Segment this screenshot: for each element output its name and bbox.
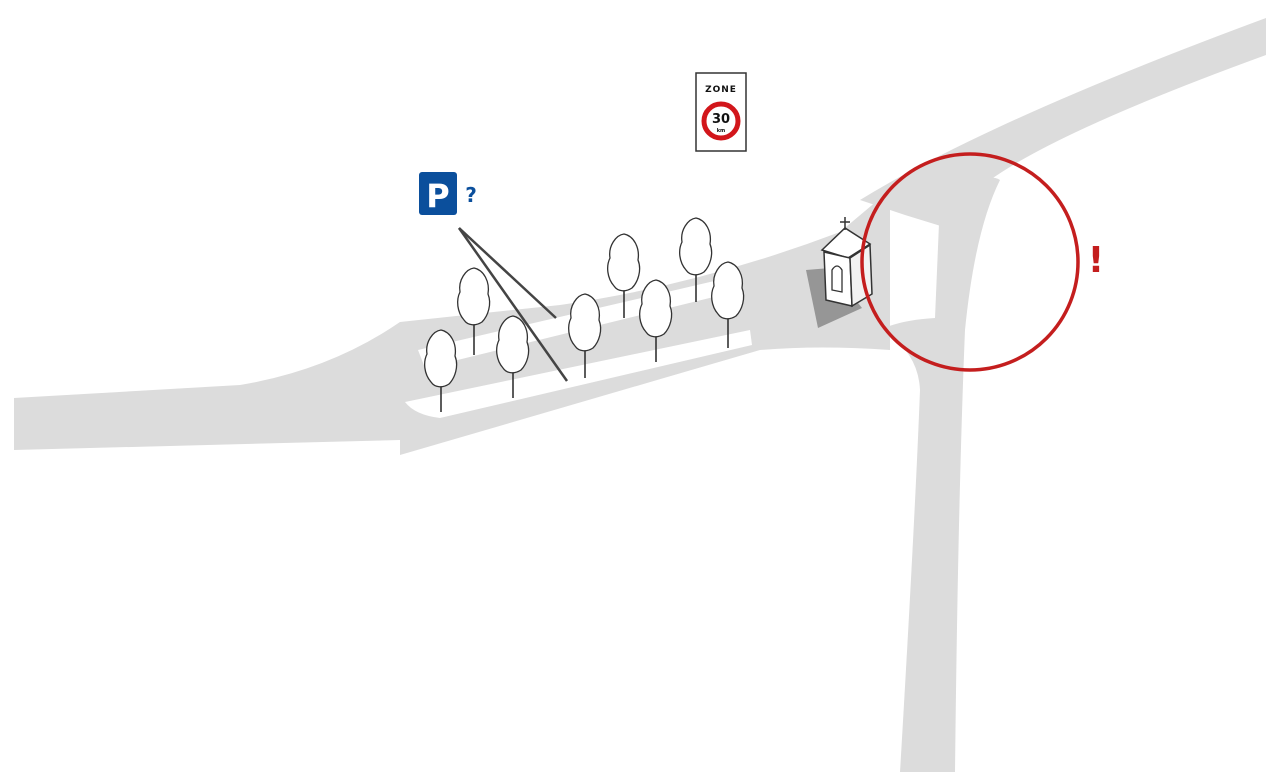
trees — [424, 217, 745, 412]
road-south — [880, 177, 1000, 772]
parking-sign-letter: P — [426, 177, 449, 215]
roads — [14, 18, 1266, 772]
tree — [457, 267, 491, 355]
parking-question-mark: ? — [465, 183, 477, 207]
tree — [607, 233, 641, 318]
tree — [568, 293, 602, 378]
zone-30-sign: ZONE 30 km — [695, 72, 747, 152]
speed-limit-value: 30 — [712, 112, 730, 127]
parking-pointer-lines — [457, 227, 569, 382]
hazard-exclamation: ! — [1088, 240, 1104, 281]
zone-sign-label: ZONE — [705, 85, 737, 95]
tree — [711, 261, 745, 348]
road-northeast — [860, 18, 1266, 235]
chapel-window — [831, 265, 843, 293]
speed-limit-unit: km — [717, 128, 726, 134]
hazard-circle — [860, 152, 1080, 372]
tree — [679, 217, 713, 302]
parking-sign: P ? — [419, 172, 477, 215]
tree — [639, 279, 673, 362]
pointer-line-upper — [458, 227, 557, 319]
tree — [424, 329, 458, 412]
parking-sign-plate — [419, 172, 457, 215]
island-lower — [405, 330, 752, 418]
chapel — [806, 217, 873, 328]
speed-limit-ring — [701, 101, 741, 141]
main-road-west — [14, 190, 890, 455]
pointer-line-lower — [457, 227, 569, 382]
tree — [496, 315, 530, 398]
